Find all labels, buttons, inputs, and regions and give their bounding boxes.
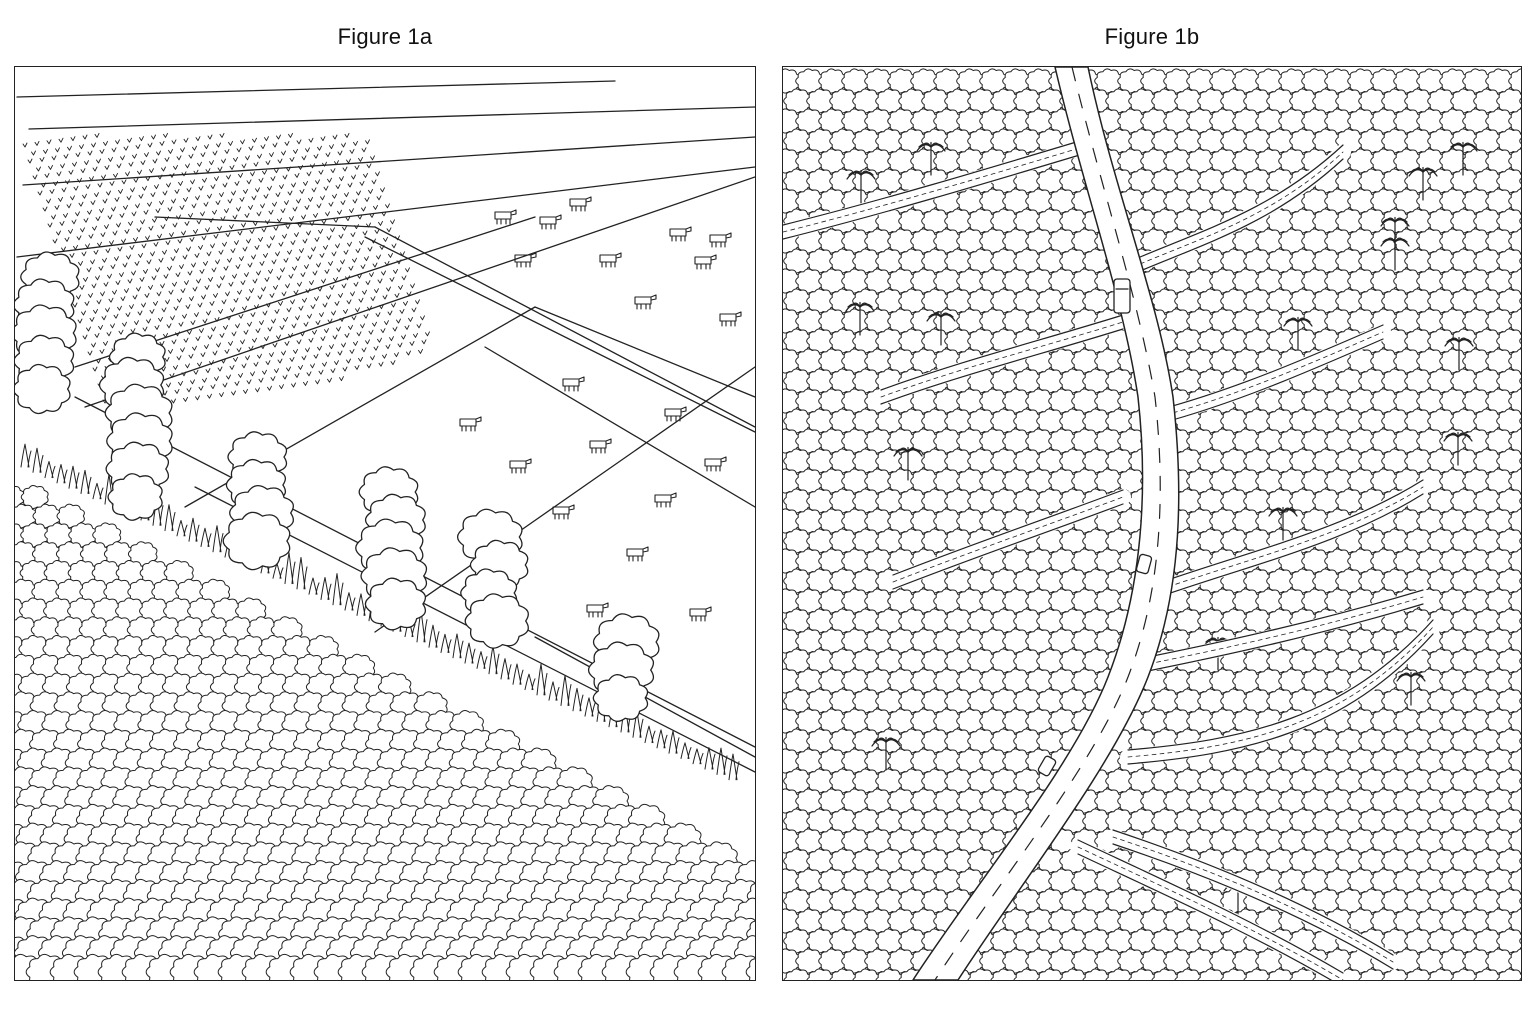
- figure-1b-caption: Figure 1b: [1104, 24, 1200, 49]
- palm-tree-icon: [1408, 166, 1438, 201]
- figure-1a-panel: [14, 66, 756, 981]
- smoke-puff: [592, 674, 649, 722]
- cow-icon: [664, 406, 687, 422]
- cow-icon: [634, 294, 657, 310]
- car-icon: [1135, 553, 1153, 575]
- cow-icon: [514, 252, 537, 268]
- cow-icon: [562, 376, 585, 392]
- cow-icon: [494, 209, 517, 225]
- cow-icon: [694, 254, 717, 270]
- palm-tree-icon: [1268, 506, 1298, 541]
- cow-icon: [709, 232, 732, 248]
- smoke-puff: [107, 473, 163, 521]
- palm-tree-icon: [1443, 431, 1473, 466]
- figure-1b-panel: [782, 66, 1522, 981]
- cow-icon: [586, 602, 609, 618]
- cow-icon: [509, 458, 532, 474]
- crop-rows: [22, 132, 430, 412]
- cow-icon: [569, 196, 592, 212]
- deforestation-frontier-illustration: [15, 80, 755, 980]
- palm-tree-icon: [1380, 216, 1410, 251]
- cow-icon: [599, 252, 622, 268]
- palm-trees: [845, 141, 1478, 916]
- forest-canopy: [15, 484, 755, 980]
- cow-icon: [626, 546, 649, 562]
- cow-icon: [654, 492, 677, 508]
- truck-icon: [1113, 278, 1131, 314]
- palm-tree-icon: [1444, 336, 1474, 371]
- palm-tree-icon: [916, 141, 946, 176]
- palm-tree-icon: [1283, 316, 1313, 351]
- side-roads: [783, 139, 1441, 980]
- smoke-puff: [222, 511, 291, 571]
- smoke-puff: [364, 577, 427, 631]
- palm-tree-icon: [1380, 236, 1410, 271]
- vehicles: [1037, 278, 1153, 777]
- smoke-plumes: [15, 251, 660, 722]
- palm-tree-icon: [893, 446, 923, 481]
- cow-icon: [589, 438, 612, 454]
- road-fragmented-forest-illustration: [783, 67, 1521, 980]
- smoke-puff: [15, 363, 71, 415]
- cow-icon: [459, 416, 482, 432]
- palm-tree-icon: [846, 169, 876, 204]
- palm-tree-icon: [1448, 141, 1478, 176]
- main-highway: [912, 67, 1180, 980]
- smoke-puff: [464, 593, 529, 649]
- cow-icon: [552, 504, 575, 520]
- cow-icon: [704, 456, 727, 472]
- car-icon: [1037, 755, 1057, 777]
- figure-1a-caption: Figure 1a: [337, 24, 433, 49]
- palm-tree-icon: [926, 311, 956, 346]
- palm-tree-icon: [871, 736, 901, 771]
- palm-tree-icon: [845, 301, 875, 336]
- cow-icon: [539, 214, 562, 230]
- cattle-herd: [459, 196, 742, 622]
- cow-icon: [719, 311, 742, 327]
- cow-icon: [689, 606, 712, 622]
- cow-icon: [669, 226, 692, 242]
- palm-tree-icon: [1396, 671, 1426, 706]
